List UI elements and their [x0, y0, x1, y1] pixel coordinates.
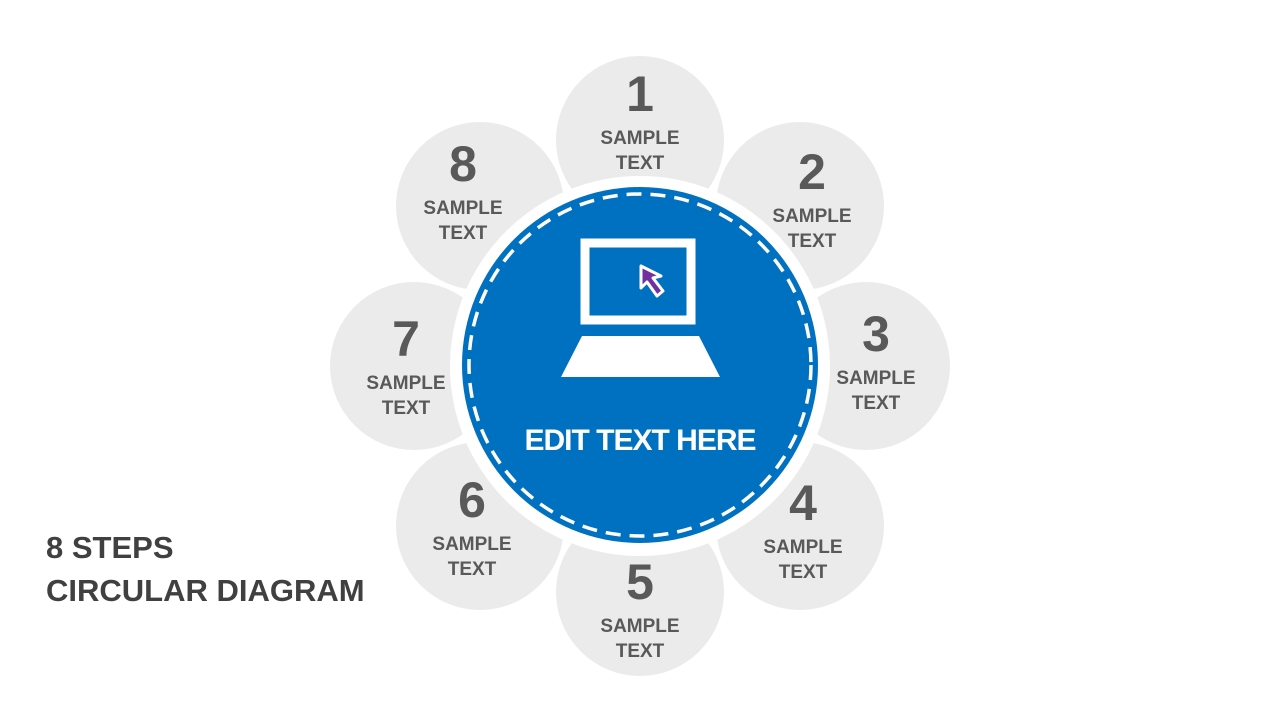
step-8-label-line1: SAMPLE [423, 198, 503, 219]
step-5-text: 5 SAMPLE TEXT [555, 554, 725, 664]
step-3-label-line1: SAMPLE [836, 368, 916, 389]
step-2-label-line2: TEXT [787, 231, 837, 252]
slide-title-line2: CIRCULAR DIAGRAM [46, 573, 365, 608]
step-1-number: 1 [626, 66, 654, 122]
step-4-number: 4 [789, 475, 817, 531]
step-5-number: 5 [626, 554, 654, 610]
step-8-text: 8 SAMPLE TEXT [378, 136, 548, 246]
step-4-text: 4 SAMPLE TEXT [718, 475, 888, 585]
step-1-text: 1 SAMPLE TEXT [555, 66, 725, 176]
step-1-label-line2: TEXT [615, 153, 665, 174]
step-8-number: 8 [449, 136, 477, 192]
step-7-label-line2: TEXT [381, 398, 431, 419]
step-4-label-line1: SAMPLE [763, 537, 843, 558]
center-circle [462, 187, 818, 543]
step-4-label-line2: TEXT [778, 562, 828, 583]
step-2-number: 2 [798, 144, 826, 200]
step-2-label-line1: SAMPLE [772, 206, 852, 227]
step-6-label-line2: TEXT [447, 559, 497, 580]
step-3-text: 3 SAMPLE TEXT [791, 306, 961, 416]
step-5-label-line1: SAMPLE [600, 616, 680, 637]
step-1-label-line1: SAMPLE [600, 128, 680, 149]
step-6-number: 6 [458, 472, 486, 528]
step-7-text: 7 SAMPLE TEXT [321, 311, 491, 421]
step-6-text: 6 SAMPLE TEXT [387, 472, 557, 582]
slide-title-line1: 8 STEPS [46, 530, 174, 565]
cursor-arrow-icon [639, 264, 665, 298]
step-5-label-line2: TEXT [615, 641, 665, 662]
step-3-label-line2: TEXT [851, 393, 901, 414]
laptop-cursor-icon [561, 238, 720, 377]
step-3-number: 3 [862, 306, 890, 362]
step-8-label-line2: TEXT [438, 223, 488, 244]
step-2-text: 2 SAMPLE TEXT [727, 144, 897, 254]
slide-title: 8 STEPS CIRCULAR DIAGRAM [46, 526, 365, 612]
step-7-number: 7 [392, 311, 420, 367]
step-7-label-line1: SAMPLE [366, 373, 446, 394]
center-label: EDIT TEXT HERE [524, 424, 756, 457]
step-6-label-line1: SAMPLE [432, 534, 512, 555]
